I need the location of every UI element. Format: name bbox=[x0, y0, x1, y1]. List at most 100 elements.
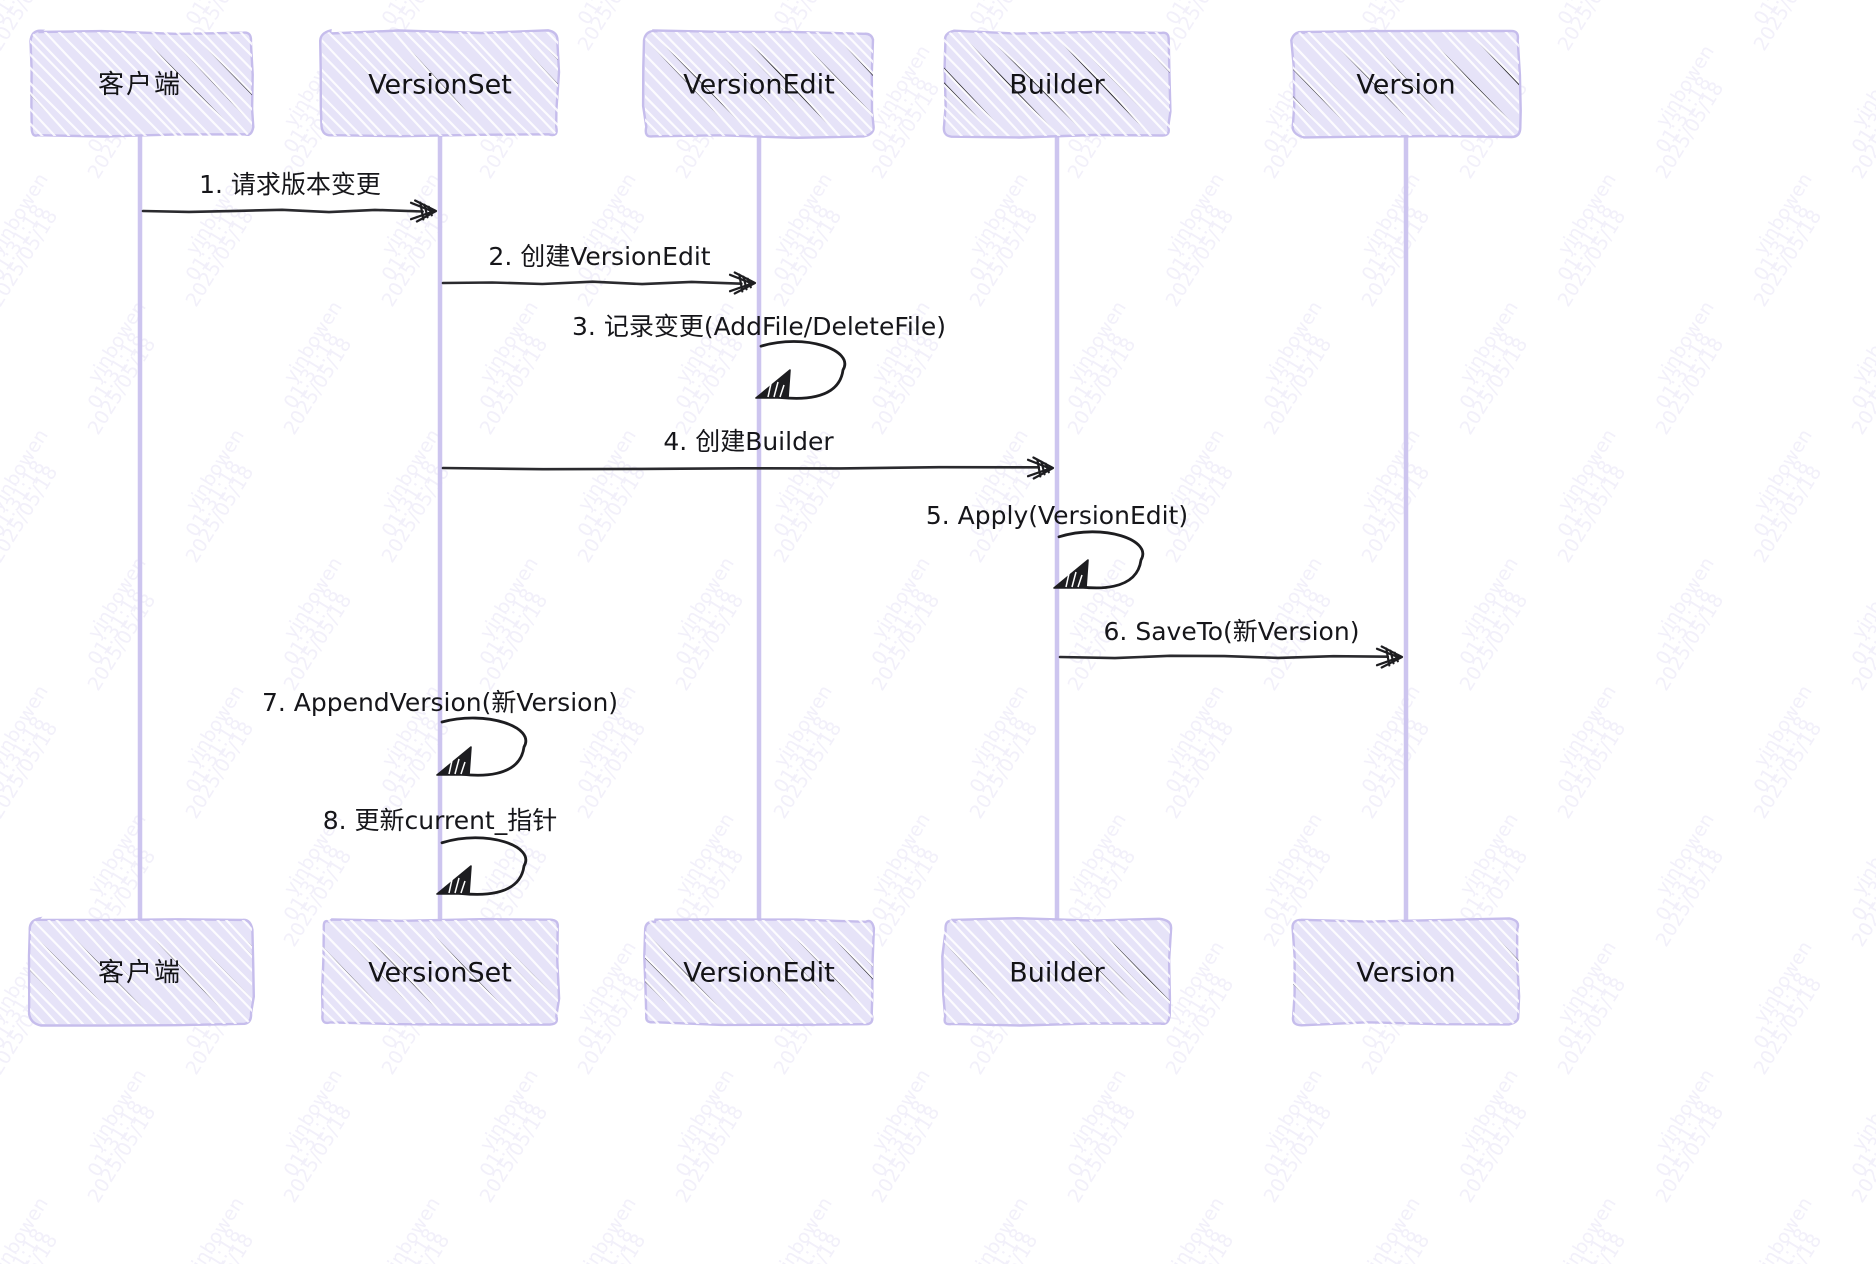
hatch-line bbox=[171, 920, 252, 1024]
hatch-line bbox=[734, 920, 847, 1024]
hatch-line bbox=[451, 920, 558, 1024]
hatch-line bbox=[1320, 32, 1429, 136]
message-6[interactable]: 6. SaveTo(新Version) bbox=[1058, 617, 1404, 669]
box-hatch-fill bbox=[30, 32, 252, 136]
hatch-line bbox=[1293, 32, 1376, 136]
hatch-line bbox=[147, 32, 252, 136]
participant-box-versionset-bottom[interactable]: VersionSet bbox=[205, 914, 691, 1030]
hatch-line bbox=[42, 32, 151, 136]
message-2[interactable]: 2. 创建VersionEdit bbox=[441, 242, 757, 295]
message-7[interactable]: 7. AppendVersion(新Version) bbox=[262, 688, 618, 777]
box-hatch-fill bbox=[645, 32, 873, 136]
hatch-line bbox=[1486, 920, 1519, 1024]
participant-box-versionedit-bottom[interactable]: VersionEdit bbox=[527, 914, 1001, 1030]
hatch-line bbox=[223, 920, 252, 1024]
hatch-line bbox=[185, 32, 252, 136]
hatch-line bbox=[437, 920, 547, 1024]
box-hatch-fill bbox=[944, 32, 1170, 136]
hatch-line bbox=[1341, 920, 1453, 1024]
hatch-line bbox=[824, 920, 873, 1024]
participant-box-versionset-top[interactable]: VersionSet bbox=[204, 26, 688, 142]
hatch-line bbox=[530, 920, 558, 1024]
hatch-line bbox=[1420, 32, 1519, 136]
hatch-line bbox=[839, 32, 873, 136]
hatch-line bbox=[971, 920, 1079, 1024]
hatch-line bbox=[668, 920, 781, 1024]
hatch-line bbox=[811, 32, 873, 136]
hatch-line bbox=[371, 32, 483, 136]
self-loop-path bbox=[1057, 530, 1145, 590]
hatch-line bbox=[322, 32, 367, 136]
hatch-line bbox=[223, 32, 252, 136]
hatch-line bbox=[645, 920, 692, 1024]
hatch-line bbox=[944, 32, 965, 136]
hatch-line bbox=[670, 32, 780, 136]
message-line-4 bbox=[441, 465, 1041, 471]
hatch-line bbox=[1474, 32, 1519, 136]
hatch-line bbox=[645, 920, 715, 1024]
hatch-line bbox=[645, 32, 677, 136]
participant-box-builder-top[interactable]: Builder bbox=[829, 26, 1301, 142]
participant-box-version-bottom[interactable]: Version bbox=[1177, 914, 1649, 1030]
message-label-8: 8. 更新current_指针 bbox=[323, 806, 558, 835]
message-1[interactable]: 1. 请求版本变更 bbox=[141, 170, 438, 223]
participant-label-builder: Builder bbox=[1009, 958, 1105, 989]
participant-box-version-top[interactable]: Version bbox=[1174, 26, 1647, 142]
hatch-line bbox=[322, 920, 353, 1024]
hatch-line bbox=[786, 920, 873, 1024]
hatch-line bbox=[981, 920, 1094, 1024]
message-4[interactable]: 4. 创建Builder bbox=[441, 427, 1055, 480]
hatch-line bbox=[1449, 920, 1519, 1024]
hatch-line bbox=[78, 32, 191, 136]
hatch-line bbox=[1293, 32, 1336, 136]
message-label-2: 2. 创建VersionEdit bbox=[488, 242, 710, 271]
hatch-line bbox=[1293, 920, 1361, 1024]
hatch-line bbox=[1371, 32, 1482, 136]
hatch-line bbox=[1293, 920, 1375, 1024]
hatch-line bbox=[92, 32, 205, 136]
hatch-line bbox=[645, 32, 691, 136]
hatch-line bbox=[105, 32, 216, 136]
self-loop-arrowhead-hatch bbox=[779, 384, 785, 398]
participant-box-builder-bottom[interactable]: Builder bbox=[826, 914, 1300, 1030]
message-5[interactable]: 5. Apply(VersionEdit) bbox=[926, 501, 1188, 590]
arrowhead-hatch bbox=[742, 275, 748, 291]
hatch-line bbox=[813, 920, 873, 1024]
hatch-line bbox=[322, 32, 433, 136]
hatch-line bbox=[1499, 32, 1519, 136]
self-loop-arrowhead-hatch bbox=[460, 761, 466, 775]
hatch-line bbox=[478, 32, 558, 136]
hatch-line bbox=[944, 920, 961, 1024]
hatch-line bbox=[120, 920, 229, 1024]
message-8[interactable]: 8. 更新current_指针 bbox=[323, 806, 558, 896]
hatch-line bbox=[345, 32, 457, 136]
lifelines-layer bbox=[137, 136, 1409, 926]
hatch-line bbox=[30, 920, 141, 1024]
self-loop-arrowhead-hatch bbox=[767, 378, 773, 398]
hatch-line bbox=[645, 32, 742, 136]
hatch-line bbox=[1074, 32, 1170, 136]
hatch-line bbox=[1368, 920, 1481, 1024]
hatch-line bbox=[825, 32, 873, 136]
hatch-line bbox=[645, 32, 716, 136]
self-loop-arrowhead-hatch bbox=[1077, 574, 1083, 588]
hatch-line bbox=[1084, 920, 1170, 1024]
arrowhead-inner bbox=[409, 201, 435, 221]
message-3[interactable]: 3. 记录变更(AddFile/DeleteFile) bbox=[572, 312, 946, 400]
participant-label-builder: Builder bbox=[1009, 70, 1105, 101]
participant-box-client-top[interactable]: 客户端 bbox=[0, 26, 385, 142]
participant-label-client: 客户端 bbox=[98, 958, 182, 988]
hatch-line bbox=[119, 32, 230, 136]
participant-box-versionedit-top[interactable]: VersionEdit bbox=[530, 26, 999, 142]
message-label-3: 3. 记录变更(AddFile/DeleteFile) bbox=[572, 312, 946, 341]
hatch-line bbox=[322, 920, 404, 1024]
participant-box-client-bottom[interactable]: 客户端 bbox=[0, 914, 385, 1030]
hatch-line bbox=[1318, 920, 1429, 1024]
hatch-line bbox=[1539, 29, 1648, 140]
box-hatch-fill bbox=[1293, 29, 1648, 140]
arrowhead-hatch bbox=[738, 273, 744, 293]
hatch-line bbox=[30, 32, 50, 136]
hatch-line bbox=[645, 32, 664, 136]
hatch-line bbox=[944, 920, 1039, 1024]
